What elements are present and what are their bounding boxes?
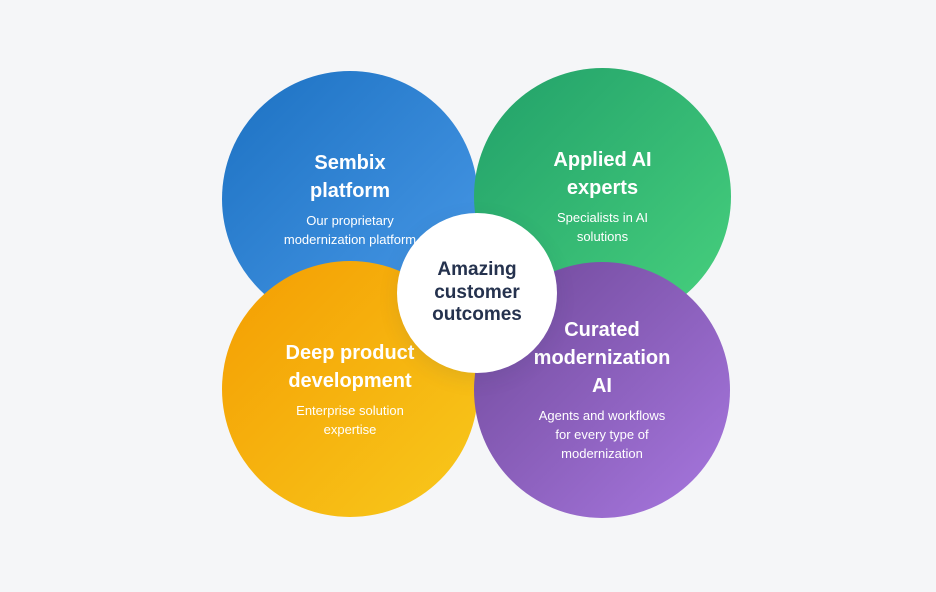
circle-subtitle-sembix-platform: Our proprietary modernization platform — [283, 212, 417, 247]
circle-title-deep-product-development: Deep product development — [285, 341, 415, 392]
circle-title-applied-ai-experts: Applied AI experts — [553, 149, 652, 200]
center-outcome-circle: Amazing customer outcomes — [397, 213, 557, 373]
circle-subtitle-curated-modernization-ai: Agents and workflows for every type of m… — [538, 408, 666, 461]
circle-title-sembix-platform: Sembix platform — [310, 151, 390, 202]
center-outcome-label: Amazing customer outcomes — [432, 258, 522, 326]
circle-title-curated-modernization-ai: Curated modernization AI — [533, 319, 671, 398]
circle-subtitle-deep-product-development: Enterprise solution expertise — [296, 402, 404, 437]
circle-subtitle-applied-ai-experts: Specialists in AI solutions — [556, 210, 649, 244]
